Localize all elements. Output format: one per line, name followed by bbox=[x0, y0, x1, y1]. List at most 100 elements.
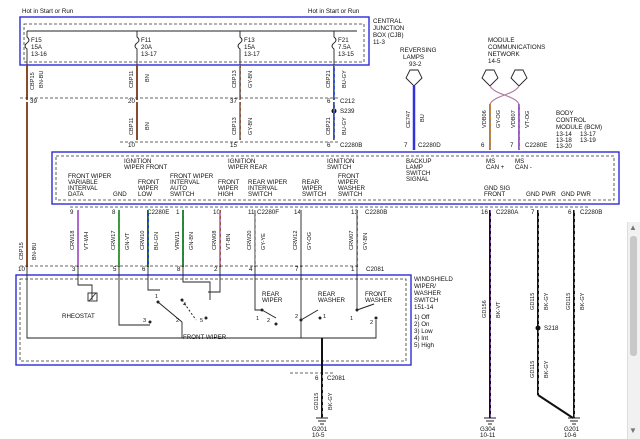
rheostat-arrow bbox=[88, 292, 97, 302]
fuse-amps: 20A bbox=[141, 44, 153, 51]
wire-color: GY-YE bbox=[261, 233, 267, 250]
bcm-output-interval-auto: FRONT WIPER INTERVAL AUTO SWITCH bbox=[170, 173, 214, 198]
bcm-label: REAR WIPER bbox=[248, 179, 288, 186]
c2081-bottom-label: C2081 bbox=[327, 375, 346, 382]
wire-label: VDB06 bbox=[482, 110, 488, 128]
bcm-label: WIPER bbox=[302, 185, 323, 192]
wire-label: CBP11 bbox=[129, 118, 135, 135]
cjb-title-4: 11-3 bbox=[373, 39, 385, 46]
low-wire bbox=[147, 266, 160, 291]
cjb-title-3: BOX (CJB) bbox=[373, 32, 404, 39]
wws-title-line: WIPER/ bbox=[414, 283, 436, 290]
ground-name: G201 bbox=[312, 426, 328, 433]
ground-g304: G304 10-11 bbox=[480, 417, 496, 439]
pin: 9 bbox=[70, 209, 74, 216]
rear-wiper-label-2: WIPER bbox=[262, 297, 283, 304]
svg-text:3: 3 bbox=[143, 318, 146, 324]
wire-label: CBP15 bbox=[30, 72, 36, 90]
legend-item: 1) Off bbox=[414, 314, 430, 321]
pin: 37 bbox=[230, 98, 237, 105]
wire-color: BK-VT bbox=[496, 301, 502, 318]
wire-color: BN-BU bbox=[39, 71, 45, 88]
wire-label: CBP13 bbox=[232, 117, 238, 135]
cjb-title-1: CENTRAL bbox=[373, 18, 402, 25]
front-wiper-label: FRONT WIPER bbox=[183, 334, 227, 341]
cjb-box bbox=[19, 16, 370, 66]
pin: 7 bbox=[404, 142, 408, 149]
fuse-amps: 15A bbox=[244, 44, 256, 51]
bcm-output-variable-interval: FRONT WIPER VARIABLE INTERVAL DATA bbox=[68, 173, 112, 198]
wire-color: GN-BN bbox=[189, 232, 195, 250]
reversing-title-1: REVERSING bbox=[400, 47, 437, 54]
vertical-scrollbar[interactable]: ▲ ▼ bbox=[627, 222, 640, 439]
bcm-title-2: CONTROL bbox=[556, 117, 587, 124]
wire-label: GD115 bbox=[530, 293, 536, 310]
bcm-label: IGNITION bbox=[124, 158, 152, 165]
pin: 20 bbox=[128, 98, 135, 105]
wws-inner bbox=[19, 278, 407, 362]
wws-ref: 151-14 bbox=[414, 304, 434, 311]
c2280d-label: C2280D bbox=[418, 142, 441, 149]
fuse-ref: 13-16 bbox=[31, 51, 47, 58]
svg-text:4: 4 bbox=[183, 302, 186, 308]
svg-text:5: 5 bbox=[200, 318, 203, 324]
c2081-label: C2081 bbox=[366, 266, 385, 273]
bcm-label: SWITCH bbox=[302, 191, 326, 198]
pin: 13 bbox=[351, 209, 358, 216]
front-washer-switch: 1 2 bbox=[350, 303, 378, 326]
wws-title-line: WINDSHIELD bbox=[414, 276, 453, 283]
pin: 10 bbox=[18, 266, 25, 273]
bcm-label: WIPER FRONT bbox=[124, 164, 168, 171]
wws-box bbox=[15, 274, 412, 366]
pin: C2280F bbox=[257, 209, 279, 216]
wire-color: VT-OG bbox=[525, 111, 531, 128]
wire-label: GD156 bbox=[482, 300, 488, 318]
pin: 10 bbox=[128, 142, 135, 149]
wws-title: WINDSHIELD WIPER/ WASHER SWITCH 151-14 bbox=[414, 276, 453, 311]
bcm-output-rear-interval: REAR WIPER INTERVAL SWITCH bbox=[248, 179, 288, 198]
bcm-label: WIPER bbox=[218, 185, 239, 192]
bcm-input-wiper-rear: IGNITION WIPER REAR bbox=[228, 158, 268, 171]
c212-label: C212 bbox=[340, 98, 355, 105]
bcm-input-ms-can-minus: MS CAN - bbox=[515, 158, 532, 171]
svg-text:2: 2 bbox=[370, 320, 373, 326]
scroll-thumb[interactable] bbox=[630, 236, 637, 356]
bcm-label: FRONT bbox=[218, 179, 240, 186]
bcm-ref-2: 13-17 bbox=[580, 131, 596, 138]
bcm-input-ms-can-plus: MS CAN + bbox=[486, 158, 505, 171]
bcm-label: DATA bbox=[68, 191, 84, 198]
bcm-label: FRONT bbox=[138, 179, 160, 186]
auto-wire bbox=[182, 266, 211, 300]
scroll-down-icon[interactable]: ▼ bbox=[629, 426, 637, 435]
rear-wiper-label-1: REAR bbox=[262, 291, 280, 298]
scroll-up-icon[interactable]: ▲ bbox=[629, 223, 637, 232]
wire-label: CRW08 bbox=[212, 231, 218, 250]
pin: C2280A bbox=[496, 209, 519, 216]
rheostat-label: RHEOSTAT bbox=[62, 313, 95, 320]
fuse-ref: 13-17 bbox=[244, 51, 260, 58]
bcm-ref-4: 13-19 bbox=[580, 137, 596, 144]
wire-label: CRW18 bbox=[70, 231, 76, 250]
bcm-label: MS bbox=[515, 158, 524, 165]
wire-label: GD115 bbox=[314, 393, 320, 410]
twisted-pair bbox=[489, 85, 520, 105]
bcm-output-rear-wiper: REAR WIPER SWITCH bbox=[302, 179, 326, 198]
pin: 8 bbox=[112, 209, 116, 216]
bcm-label: INTERVAL bbox=[170, 179, 200, 186]
mcn-connector-icon-2 bbox=[510, 69, 528, 87]
svg-text:2: 2 bbox=[267, 318, 270, 324]
wire-label: VRW11 bbox=[175, 231, 181, 250]
mcn-title-2: COMMUNICATIONS bbox=[488, 44, 545, 51]
reversing-ref: 93-2 bbox=[409, 61, 422, 68]
high-wire bbox=[208, 266, 221, 293]
bcm-label: CAN + bbox=[486, 164, 505, 171]
pin: 10 bbox=[213, 209, 220, 216]
rear-wiper-switch: 2 1 bbox=[256, 308, 278, 326]
legend-item: 3) Low bbox=[414, 328, 433, 335]
wire-color: BU-GY bbox=[342, 117, 348, 135]
ground-ref: 10-5 bbox=[312, 432, 325, 439]
wire-color: GY-OG bbox=[496, 110, 502, 128]
mcn-title-1: MODULE bbox=[488, 37, 514, 44]
wire-label: CRW10 bbox=[140, 231, 146, 250]
wire-color: BK-GY bbox=[580, 292, 586, 310]
